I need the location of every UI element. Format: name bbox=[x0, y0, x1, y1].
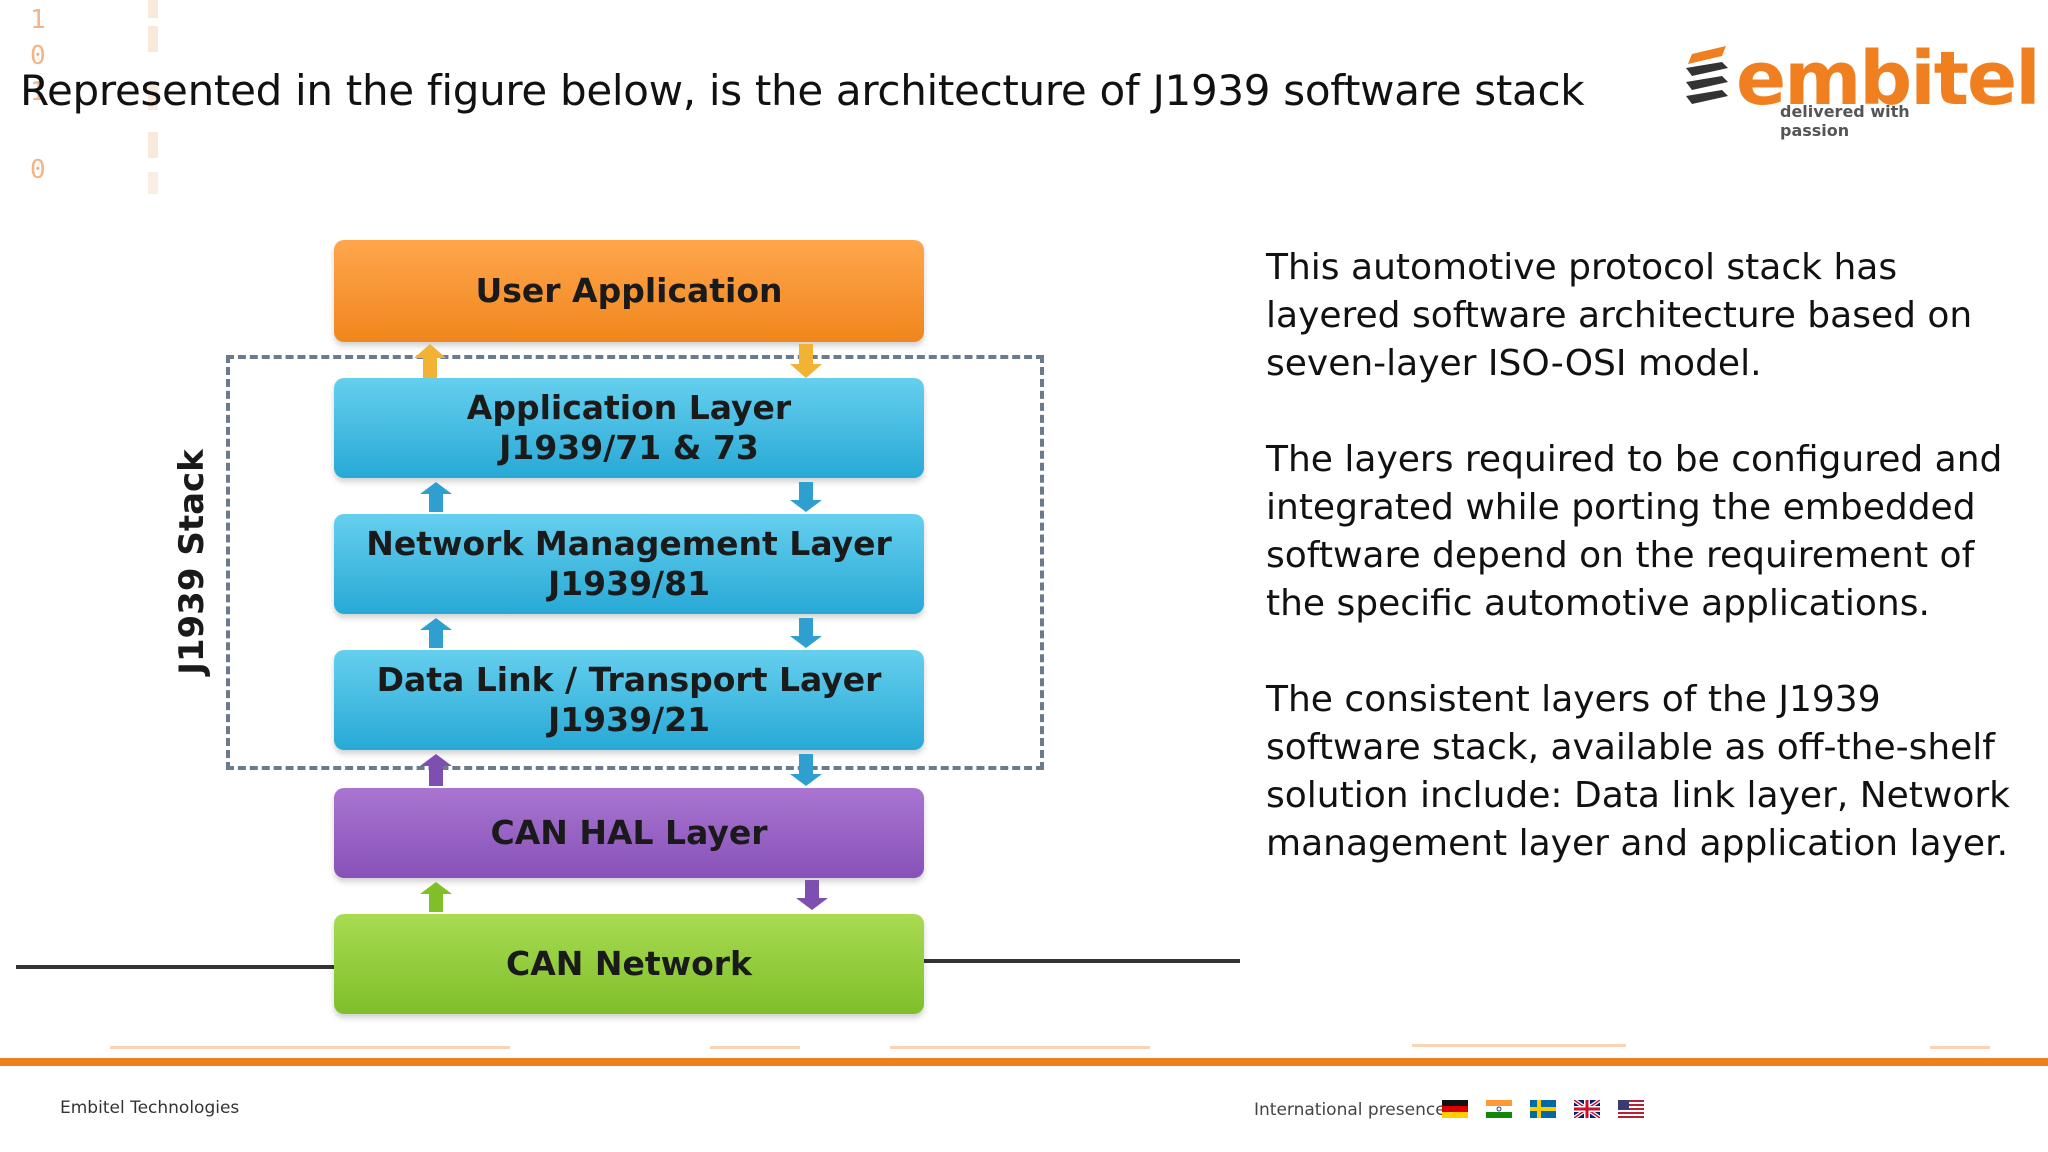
footer-decorative-lines bbox=[110, 1044, 1990, 1049]
up-arrow-icon bbox=[420, 618, 452, 648]
india-flag-icon bbox=[1486, 1100, 1512, 1118]
description-paragraph: The consistent layers of the J1939 softw… bbox=[1266, 679, 2011, 864]
up-arrow-icon bbox=[414, 344, 446, 378]
germany-flag-icon bbox=[1442, 1100, 1468, 1118]
layer-label: Application Layer bbox=[466, 388, 792, 427]
digit: 0 bbox=[30, 155, 46, 185]
footer-company: Embitel Technologies bbox=[60, 1098, 240, 1118]
up-arrow-icon bbox=[420, 754, 452, 786]
j1939-stack-boundary bbox=[226, 355, 1044, 770]
layer-can-network: CAN Network bbox=[334, 914, 924, 1014]
slide-title: Represented in the figure below, is the … bbox=[20, 66, 1585, 115]
layer-spec: J1939/81 bbox=[547, 564, 711, 603]
layer-can-hal: CAN HAL Layer bbox=[334, 788, 924, 878]
description-paragraph: The layers required to be configured and… bbox=[1266, 439, 2003, 624]
usa-flag-icon bbox=[1618, 1100, 1644, 1118]
down-arrow-icon bbox=[790, 482, 822, 512]
logo-mark-icon bbox=[1686, 46, 1728, 104]
layer-arrows bbox=[414, 344, 828, 912]
up-arrow-icon bbox=[420, 482, 452, 512]
down-arrow-icon bbox=[790, 618, 822, 648]
j1939-stack-diagram: J1939 Stack User Application Application… bbox=[0, 220, 1250, 1040]
sweden-flag-icon bbox=[1530, 1100, 1556, 1118]
layer-label: User Application bbox=[475, 271, 783, 310]
layer-spec: J1939/71 & 73 bbox=[499, 428, 759, 467]
embitel-logo: embitel delivered with passion bbox=[1682, 36, 2041, 140]
down-arrow-icon bbox=[790, 754, 822, 786]
footer-presence-label: International presence: bbox=[1254, 1100, 1452, 1120]
layer-label: CAN HAL Layer bbox=[490, 813, 768, 852]
footer-accent-bar bbox=[0, 1058, 2048, 1066]
description: This automotive protocol stack has layer… bbox=[1266, 244, 2036, 916]
logo-tagline: delivered with passion bbox=[1780, 102, 1910, 140]
layer-user-application: User Application bbox=[334, 240, 924, 342]
layer-application: Application Layer J1939/71 & 73 bbox=[334, 378, 924, 478]
layer-label: CAN Network bbox=[505, 944, 753, 983]
down-arrow-icon bbox=[796, 880, 828, 910]
decorative-binary-digits: 1 0 1 0 bbox=[30, 0, 170, 202]
description-paragraph: This automotive protocol stack has layer… bbox=[1266, 247, 1973, 384]
layer-label: Data Link / Transport Layer bbox=[376, 660, 882, 699]
uk-flag-icon bbox=[1574, 1100, 1600, 1118]
layer-label: Network Management Layer bbox=[366, 524, 892, 563]
digit: 1 bbox=[30, 5, 46, 35]
logo-word: embitel bbox=[1736, 36, 2041, 122]
down-arrow-icon bbox=[790, 344, 822, 378]
digit: 0 bbox=[30, 41, 46, 71]
layer-network-management: Network Management Layer J1939/81 bbox=[334, 514, 924, 614]
can-bus-line-left bbox=[16, 965, 336, 969]
layer-spec: J1939/21 bbox=[547, 700, 711, 739]
up-arrow-icon bbox=[420, 882, 452, 912]
layer-data-link-transport: Data Link / Transport Layer J1939/21 bbox=[334, 650, 924, 750]
can-bus-line-right bbox=[922, 959, 1240, 963]
digit: 1 bbox=[30, 77, 46, 107]
